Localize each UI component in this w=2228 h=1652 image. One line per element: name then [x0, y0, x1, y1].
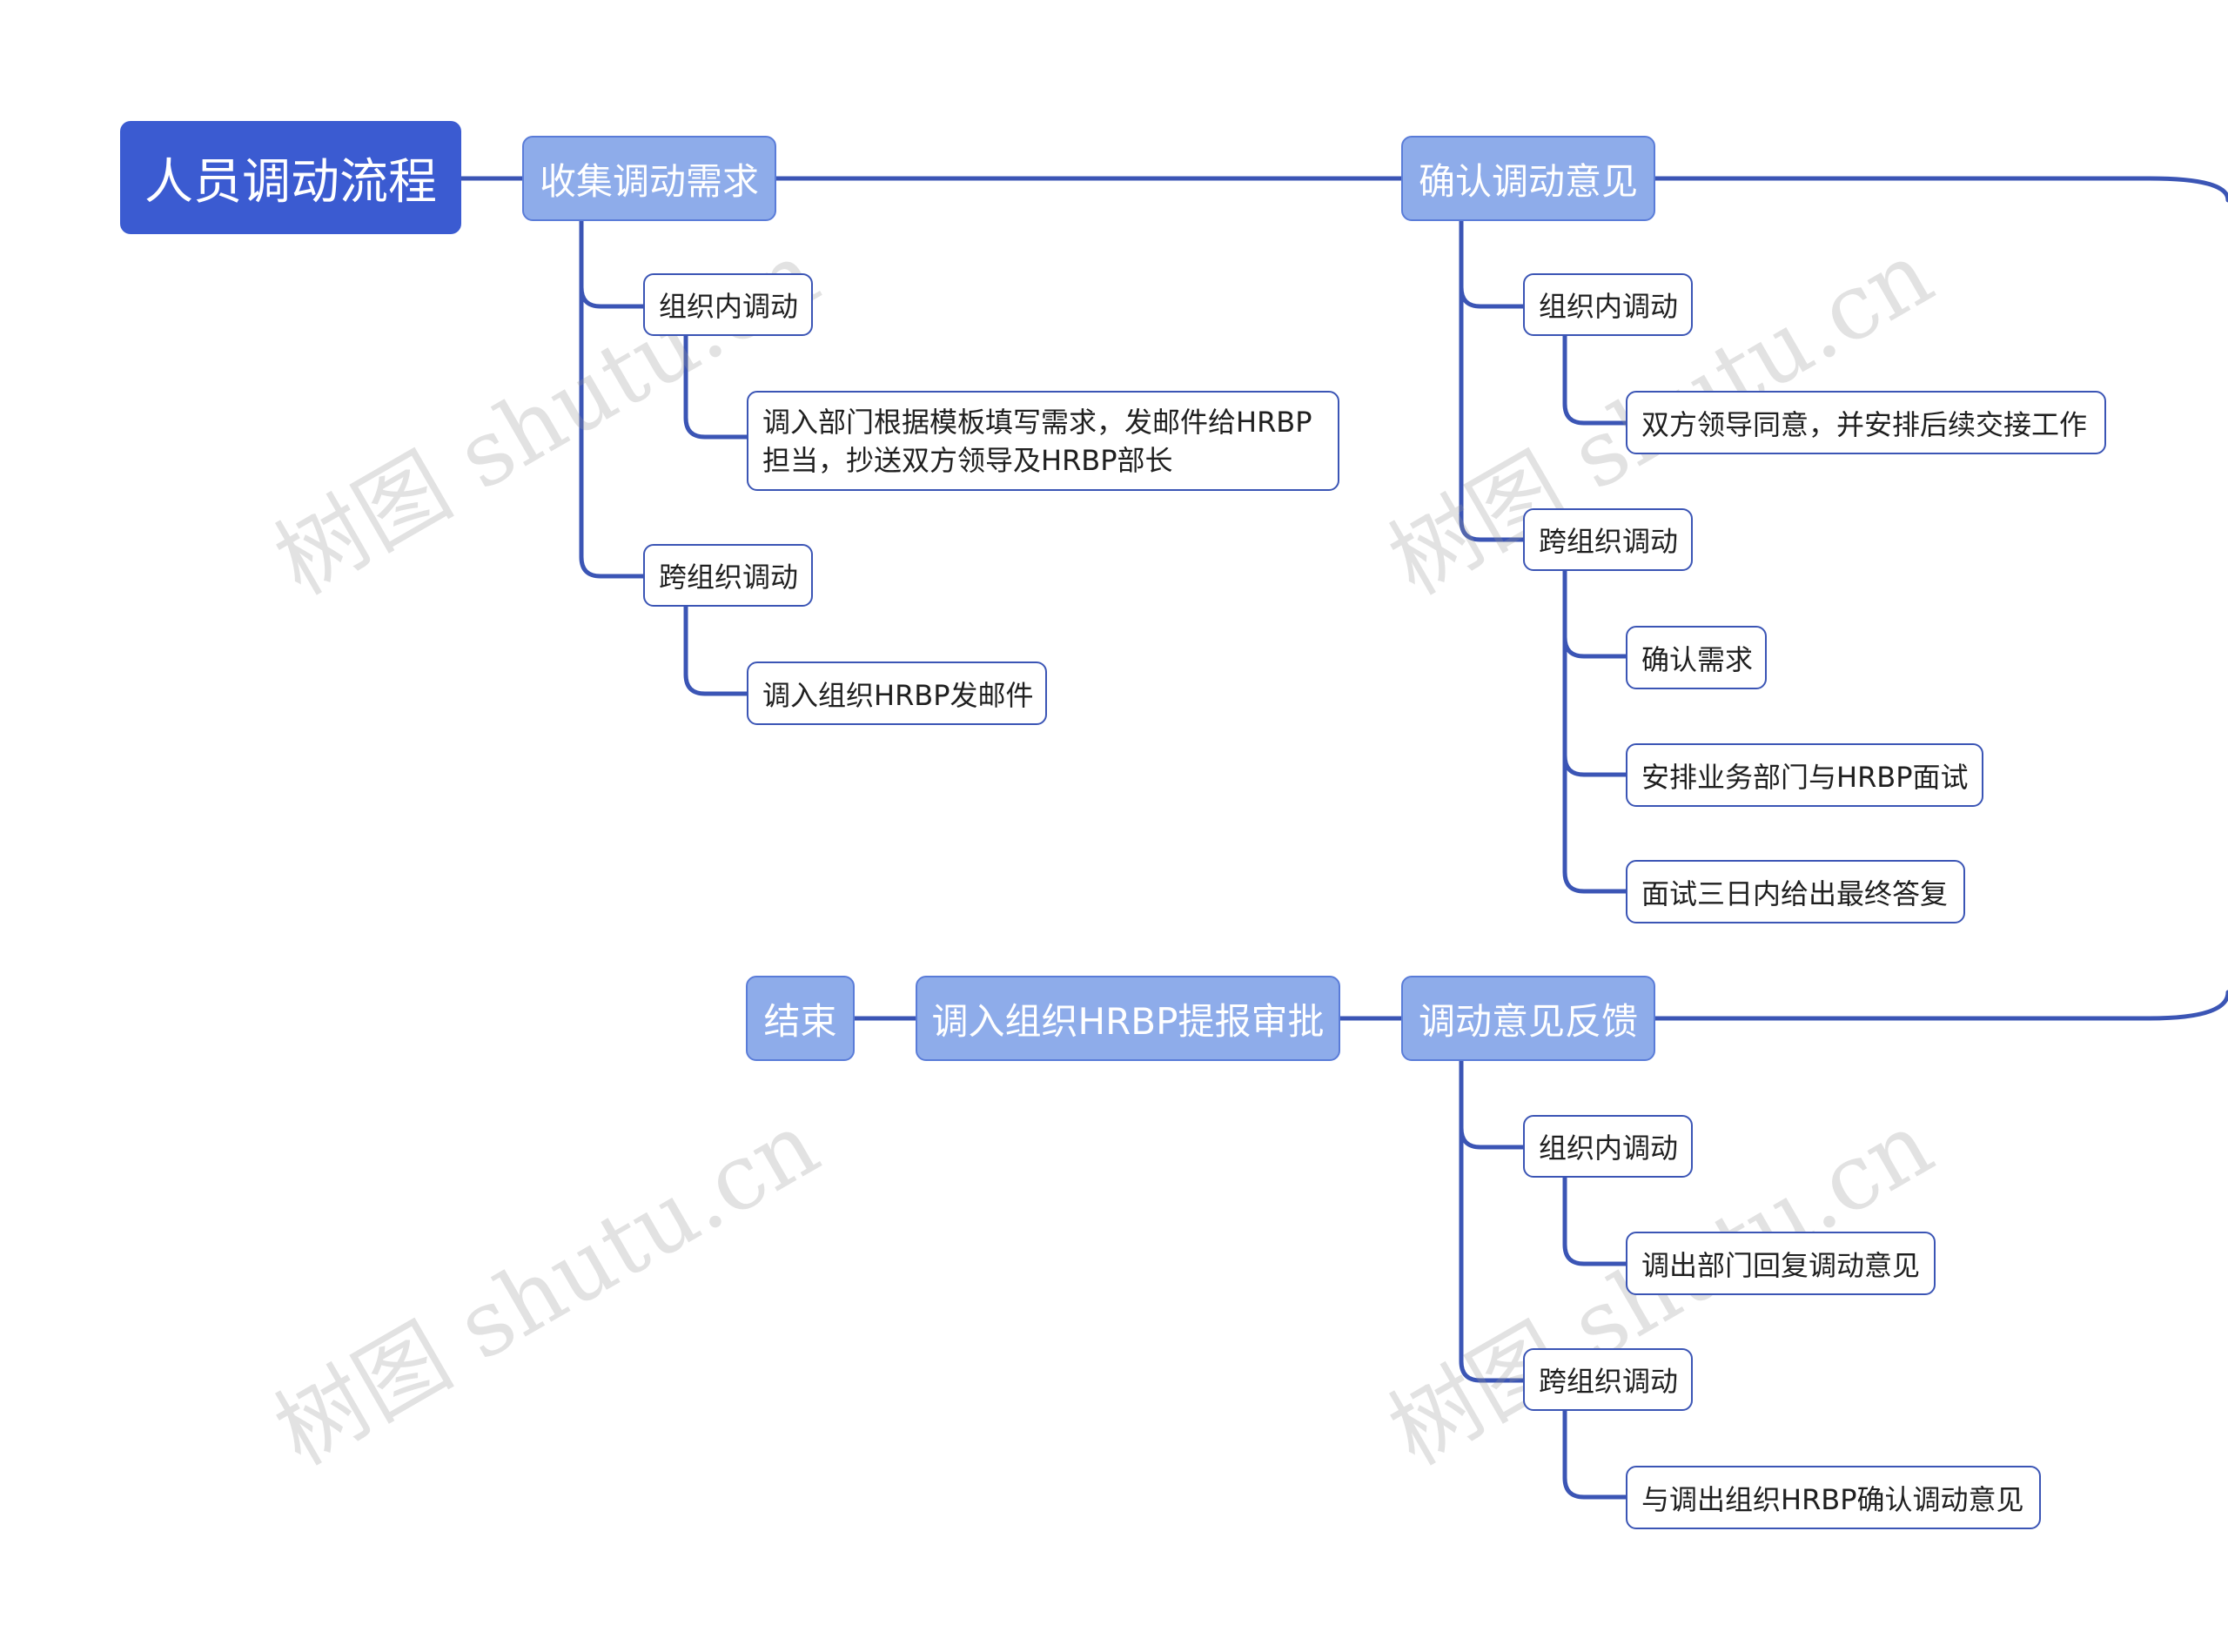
- stage-collect-demand[interactable]: 收集调动需求: [522, 136, 776, 221]
- branch-intra-org[interactable]: 组织内调动: [643, 273, 813, 336]
- leaf-item[interactable]: 调入部门根据模板填写需求，发邮件给HRBP 担当，抄送双方领导及HRBP部长: [747, 391, 1339, 491]
- root-node[interactable]: 人员调动流程: [120, 121, 461, 234]
- stage-opinion-feedback[interactable]: 调动意见反馈: [1401, 976, 1655, 1061]
- leaf-item[interactable]: 确认需求: [1626, 626, 1767, 689]
- stage-end[interactable]: 结束: [746, 976, 855, 1061]
- leaf-item[interactable]: 调入组织HRBP发邮件: [747, 661, 1047, 725]
- branch-cross-org[interactable]: 跨组织调动: [1523, 1348, 1693, 1411]
- leaf-item[interactable]: 与调出组织HRBP确认调动意见: [1626, 1466, 2041, 1529]
- leaf-item[interactable]: 双方领导同意，并安排后续交接工作: [1626, 391, 2106, 454]
- branch-intra-org[interactable]: 组织内调动: [1523, 273, 1693, 336]
- branch-intra-org[interactable]: 组织内调动: [1523, 1115, 1693, 1178]
- leaf-item[interactable]: 安排业务部门与HRBP面试: [1626, 743, 1983, 807]
- branch-cross-org[interactable]: 跨组织调动: [643, 544, 813, 607]
- leaf-line: 调入部门根据模板填写需求，发邮件给HRBP: [762, 405, 1312, 439]
- leaf-item[interactable]: 调出部门回复调动意见: [1626, 1232, 1936, 1295]
- branch-cross-org[interactable]: 跨组织调动: [1523, 508, 1693, 571]
- leaf-line: 担当，抄送双方领导及HRBP部长: [762, 443, 1173, 477]
- leaf-item[interactable]: 面试三日内给出最终答复: [1626, 860, 1965, 923]
- stage-submit-approval[interactable]: 调入组织HRBP提报审批: [916, 976, 1340, 1061]
- stage-confirm-opinion[interactable]: 确认调动意见: [1401, 136, 1655, 221]
